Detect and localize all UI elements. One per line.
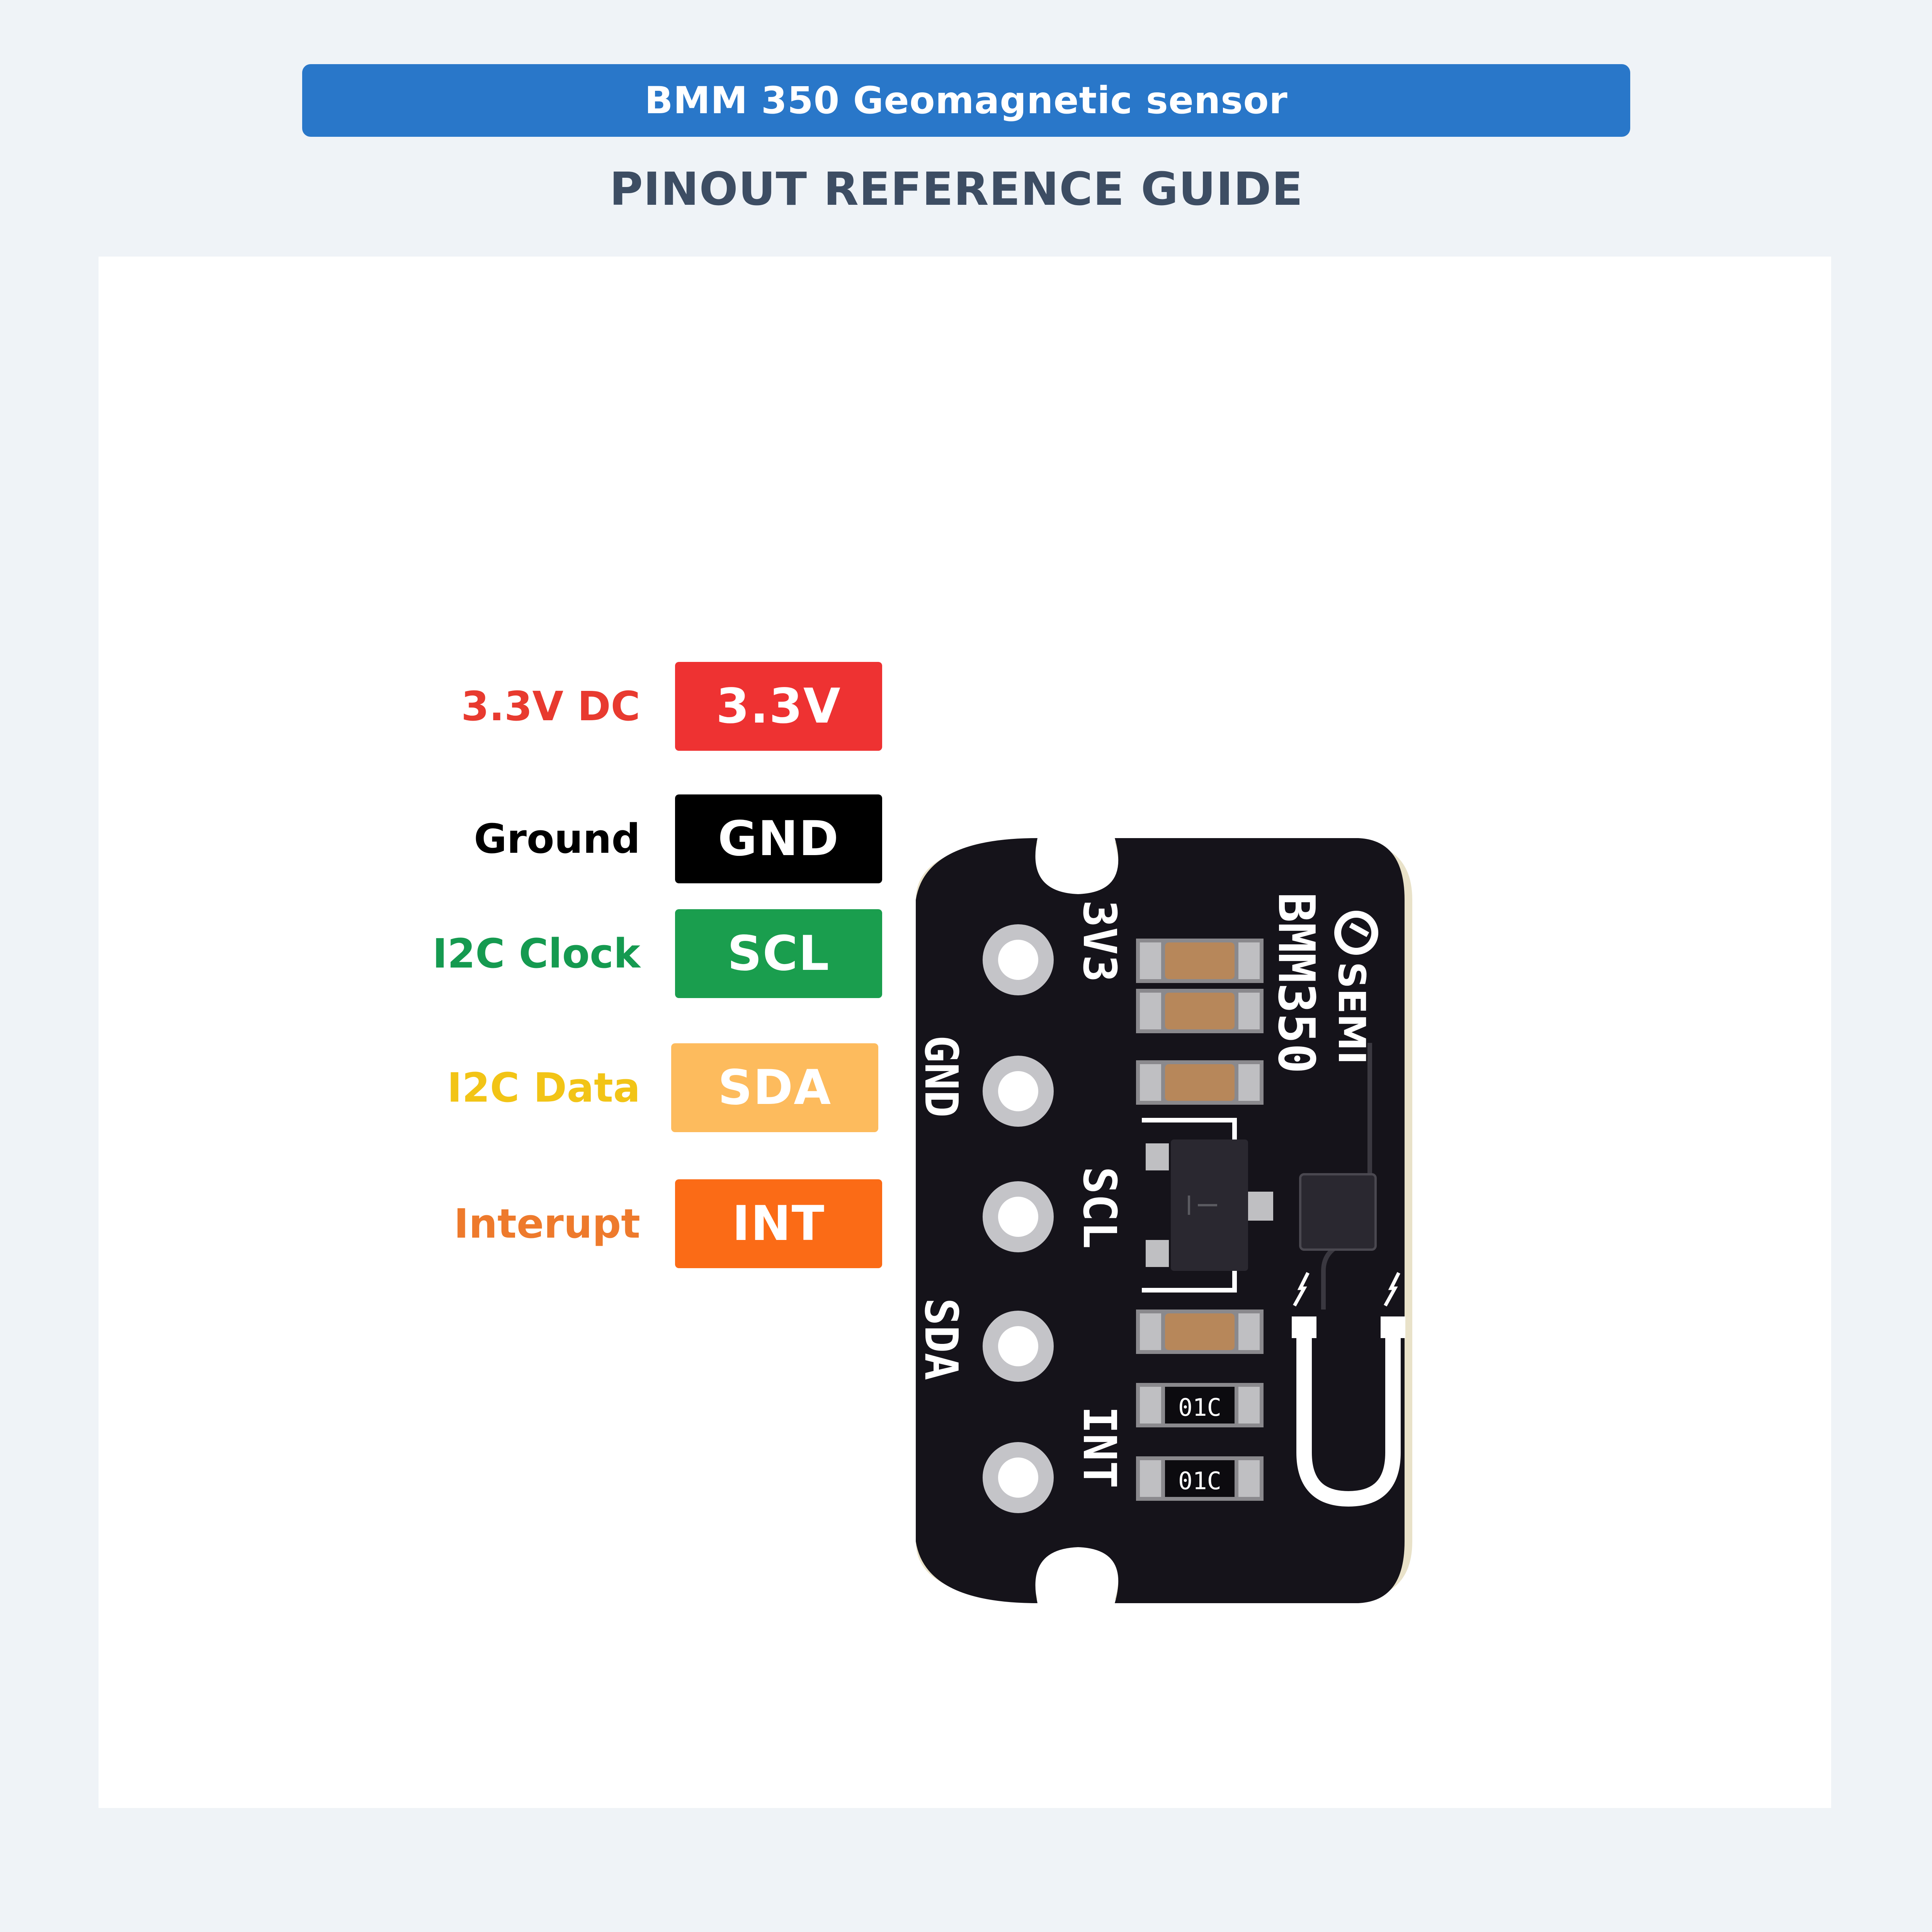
chip-name-silk: BMM350 xyxy=(1267,892,1326,1074)
pin-row-sda: I2C Data SDA xyxy=(99,1043,883,1132)
resistor: 01C xyxy=(1136,1383,1264,1427)
silk-label-gnd: GND xyxy=(915,1035,968,1117)
capacitor xyxy=(1136,1060,1264,1105)
pin-description: Ground xyxy=(474,815,640,862)
pin-label-badge: 3.3V xyxy=(675,662,882,751)
pin-row-3v3: 3.3V DC 3.3V xyxy=(99,662,883,751)
pin-description: Interupt xyxy=(454,1200,640,1247)
pcb-board xyxy=(916,838,1405,1603)
pin-row-gnd: Ground GND xyxy=(99,794,883,883)
silk-label-sda: SDA xyxy=(915,1298,968,1380)
page-subtitle: PINOUT REFERENCE GUIDE xyxy=(609,162,1303,216)
pin-label-badge: SCL xyxy=(675,909,882,998)
page-title: BMM 350 Geomagnetic sensor xyxy=(645,79,1288,122)
capacitor xyxy=(1136,989,1264,1033)
brand-name: SEMI xyxy=(1330,962,1373,1065)
pin-pad-3v3 xyxy=(983,924,1054,995)
magnet-icon xyxy=(1292,1272,1405,1507)
pin-label-badge: SDA xyxy=(671,1043,878,1132)
pin-pad-scl xyxy=(983,1181,1054,1252)
pin-label-badge: INT xyxy=(675,1179,882,1268)
resistor-marking: 01C xyxy=(1178,1393,1221,1422)
silk-label-scl: SCL xyxy=(1073,1167,1126,1249)
bmm350-sensor-chip xyxy=(1299,1173,1377,1251)
breakout-board: 3V3 GND SCL SDA INT xyxy=(915,838,1412,1603)
pin-pad-int xyxy=(983,1442,1054,1513)
pin-pad-gnd xyxy=(983,1056,1054,1127)
title-banner: BMM 350 Geomagnetic sensor xyxy=(302,64,1630,137)
diagram-card: 3.3V DC 3.3V Ground GND I2C Clock SCL I2… xyxy=(99,257,1831,1808)
pin-pad-sda xyxy=(983,1311,1054,1382)
pin-row-int: Interupt INT xyxy=(99,1179,883,1268)
resistor-marking: 01C xyxy=(1178,1467,1221,1495)
silk-label-int: INT xyxy=(1073,1406,1126,1488)
pin-label-badge: GND xyxy=(675,794,882,883)
pin-description: 3.3V DC xyxy=(461,683,640,730)
capacitor xyxy=(1136,939,1264,983)
voltage-regulator xyxy=(1142,1118,1273,1293)
silk-label-3v3: 3V3 xyxy=(1073,900,1126,982)
resistor: 01C xyxy=(1136,1456,1264,1501)
pin-description: I2C Clock xyxy=(432,930,640,977)
semi-logo xyxy=(1334,911,1378,955)
capacitor xyxy=(1136,1310,1264,1354)
pin-row-scl: I2C Clock SCL xyxy=(99,909,883,998)
pin-description: I2C Data xyxy=(447,1064,640,1111)
